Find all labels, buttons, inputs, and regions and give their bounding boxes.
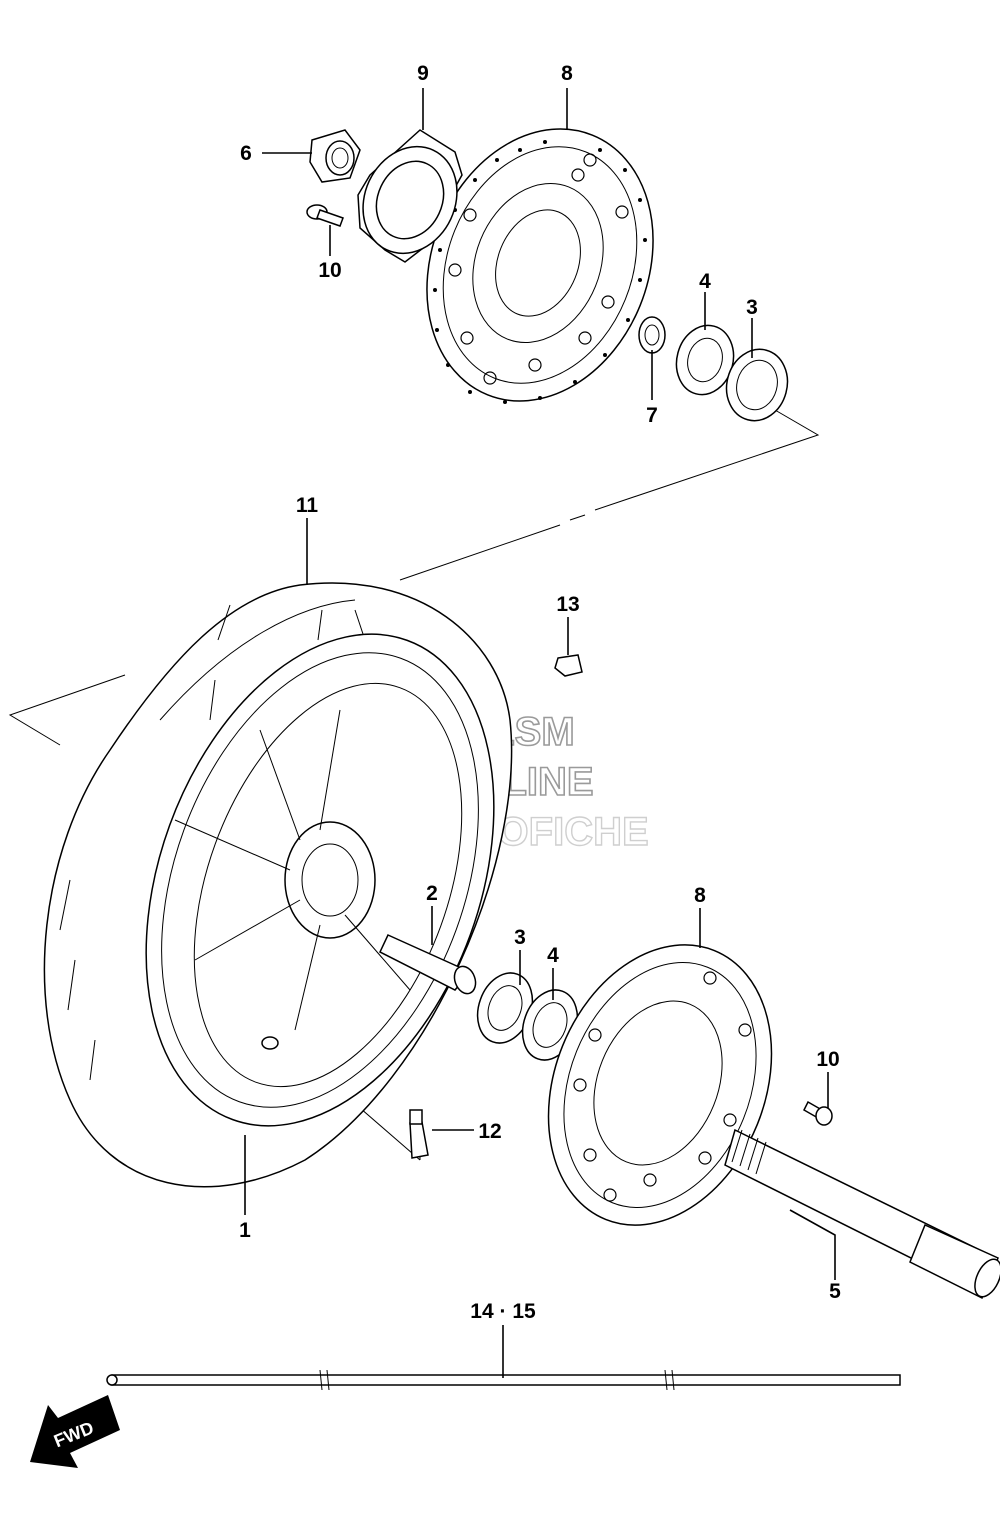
callout-8-top: 8	[561, 62, 573, 85]
band-strap[interactable]	[106, 1369, 901, 1391]
callout-8-bottom: 8	[694, 884, 706, 907]
callout-10-top: 10	[318, 259, 341, 282]
front-axle[interactable]	[724, 1128, 1000, 1301]
tire-valve[interactable]	[409, 1109, 429, 1159]
callout-3-top: 3	[746, 296, 758, 319]
callout-4-bottom: 4	[547, 944, 559, 967]
brake-disc-top[interactable]	[387, 95, 692, 436]
callout-9: 9	[417, 62, 429, 85]
callout-2: 2	[426, 882, 438, 905]
callout-1: 1	[239, 1219, 251, 1242]
sensor-rotor[interactable]	[346, 129, 474, 269]
brake-disc-bottom[interactable]	[508, 911, 811, 1259]
callout-6: 6	[240, 142, 252, 165]
wheel-spacer[interactable]	[379, 934, 479, 997]
callout-10-bottom: 10	[816, 1048, 839, 1071]
callout-labels: 9 8 6 10 4 3 7 11 13 2 3 4 8 10 12 1 5 1…	[239, 62, 841, 1323]
callout-13: 13	[556, 593, 579, 616]
axle-nut[interactable]	[309, 129, 361, 183]
wheel-rim[interactable]	[82, 586, 557, 1175]
dust-seal-top[interactable]	[669, 319, 741, 401]
disc-bolt-bottom[interactable]	[803, 1100, 833, 1126]
callout-14-15: 14 · 15	[470, 1300, 536, 1323]
spacer-collar[interactable]	[638, 316, 666, 354]
callout-12: 12	[478, 1120, 501, 1143]
callout-11: 11	[296, 494, 319, 517]
callout-3-bottom: 3	[514, 926, 526, 949]
disc-bolt-top[interactable]	[306, 204, 344, 227]
callout-7: 7	[646, 404, 658, 427]
leader-lines	[244, 88, 836, 1378]
callout-5: 5	[829, 1280, 841, 1303]
clip[interactable]	[554, 654, 583, 677]
bearing-top[interactable]	[719, 342, 796, 427]
callout-4-top: 4	[699, 270, 711, 293]
fwd-arrow-icon: FWD	[30, 1395, 120, 1468]
